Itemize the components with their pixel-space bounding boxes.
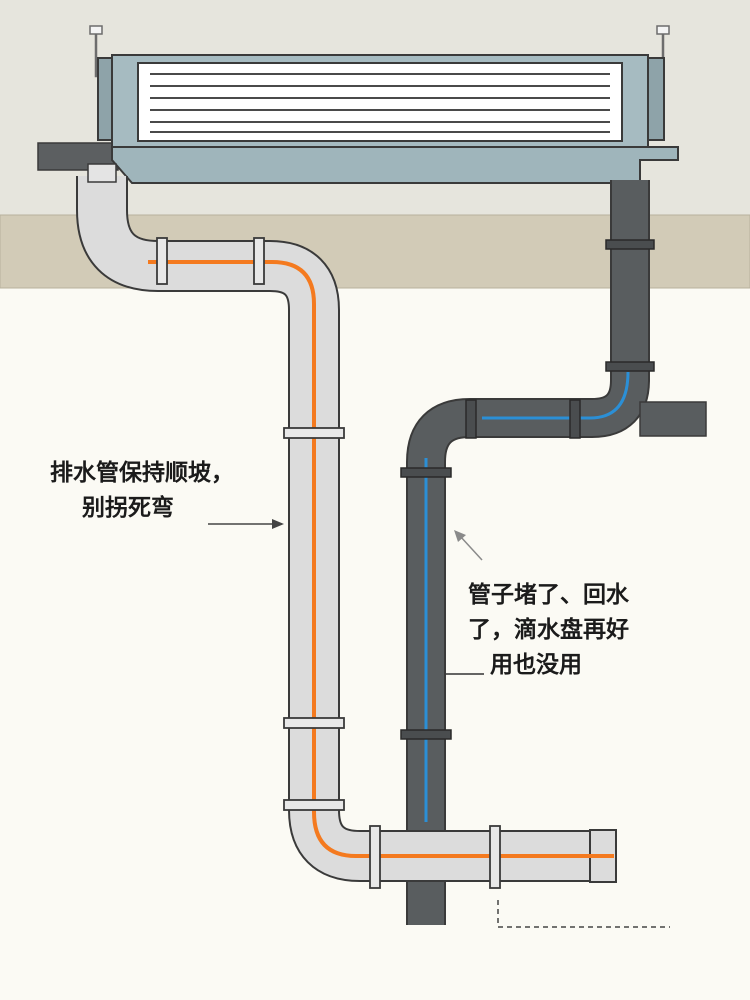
slope-note: 排水管保持顺坡， 别拐死弯	[50, 456, 234, 526]
clog-note-line-2: 了，滴水盘再好	[468, 617, 629, 643]
hanger-caps	[89, 25, 670, 35]
dark-pipe-flow	[424, 371, 630, 822]
clog-note-line-1: 管子堵了、回水	[468, 582, 629, 608]
air-grille	[150, 73, 610, 133]
clog-note-arrow	[454, 530, 483, 561]
slope-note-line-2: 别拐死弯	[82, 495, 174, 521]
drain-flow-line	[148, 260, 614, 858]
slope-note-arrow	[208, 519, 284, 529]
clogged-pipe	[406, 180, 707, 925]
clog-note-line-3: 用也没用	[490, 652, 582, 678]
slope-note-line-1: 排水管保持顺坡，	[50, 460, 234, 486]
dashed-extension	[497, 900, 670, 928]
clog-note: 管子堵了、回水 了，滴水盘再好 用也没用	[468, 578, 629, 683]
dark-pipe-clamps	[400, 239, 655, 740]
drain-pipe-clamps	[156, 237, 501, 889]
